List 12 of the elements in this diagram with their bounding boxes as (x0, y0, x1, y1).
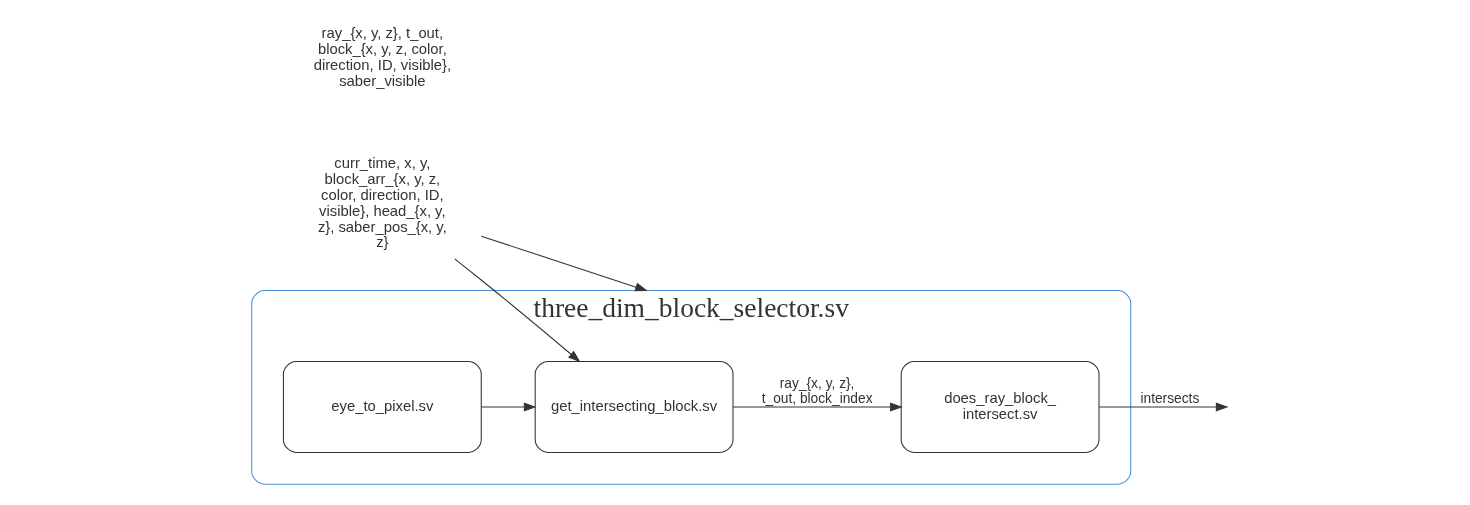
arrow (732, 402, 903, 412)
arrow (453, 258, 581, 363)
arrow (480, 235, 648, 292)
edge-label: intersects (1139, 391, 1199, 407)
node-text: curr_time, x, y, block_arr_{x, y, z, color, direction, ID, visible}, head_{x, y, z}, saber_pos_{x, y, z} (317, 155, 447, 251)
label: ray_{x, y, z}, t_out, block_{x, y, z, color, direction, ID, visible}, saber_visible (313, 24, 451, 89)
node-box: does_ray_block_ intersect.sv (900, 360, 1100, 453)
arrow (480, 402, 537, 412)
node-box: get_intersecting_block.sv (534, 360, 734, 453)
node-box: eye_to_pixel.sv (282, 360, 482, 453)
edge-label: ray_{x, y, z}, t_out, block_index (761, 376, 873, 407)
arrow (1098, 402, 1229, 412)
